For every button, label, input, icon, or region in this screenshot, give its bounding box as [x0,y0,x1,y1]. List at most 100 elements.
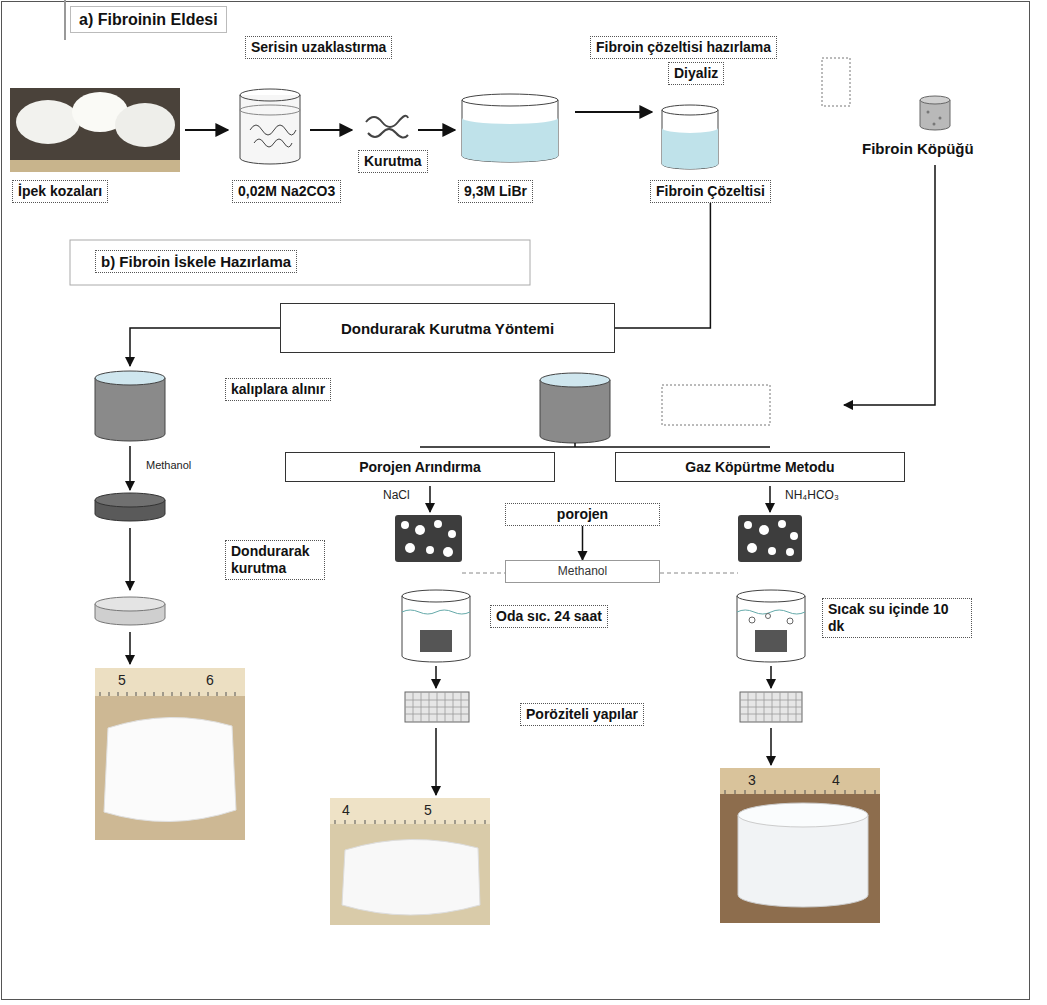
pore [405,543,415,553]
node-text: İpek kozaları [18,183,102,200]
beaker-body [240,95,300,164]
beaker-rim [240,89,300,101]
flow-arrow [129,446,131,490]
ruler-strip [95,668,245,696]
ruler-number: 3 [748,772,756,789]
flow-arrow [844,165,935,405]
structure-grid [740,692,802,722]
foam-icon [920,96,950,130]
pore [448,530,456,538]
ruler-number: 5 [424,802,432,819]
pore [401,521,409,529]
beaker-liquid [462,118,558,162]
connector [582,526,584,560]
ruler-strip [720,768,880,794]
photo-ground [330,798,490,925]
flow-arrow [770,728,772,765]
foam-pore [939,117,942,120]
heading-bar [64,0,66,40]
disk [95,597,165,625]
flow-arrow [435,666,437,688]
connector [615,203,710,328]
step-label: Fibroin çözeltisi hazırlama [590,36,777,59]
flow-arrow [770,666,772,688]
flow-arrow [429,486,431,512]
mold [540,373,610,443]
mold-top [540,373,610,387]
ruler-ticks [725,790,875,794]
flow-arrow [769,486,771,512]
disk-top [95,493,165,507]
node-text: a) Fibroinin Eldesi [79,10,218,29]
node-text: b) Fibroin İskele Hazırlama [101,253,291,270]
node-text: Fibroin çözeltisi hazırlama [596,39,771,56]
node-text: Poröziteli yapılar [526,706,638,723]
pore [443,547,453,557]
flow-arrow [435,728,437,795]
reagent-label: 0,02M Na2CO3 [232,180,341,203]
beaker [402,590,470,662]
node-text: Porojen Arındırma [359,459,481,476]
porous-block [738,515,802,562]
liquid-surface [240,105,300,115]
ruler-number: 5 [118,672,126,689]
disk [95,493,165,521]
node-text: Sıcak su içinde 10 dk [828,601,966,635]
ruler-strip [330,798,490,824]
dried-fibers [366,116,408,138]
empty-box [822,58,850,106]
cocoon-photo [10,88,180,172]
silk-fibers [250,125,296,147]
product-label: Fibroin Köpüğü [862,140,974,158]
ruler-number: 4 [832,772,840,789]
bubble [749,617,755,623]
photo-ground [95,668,245,840]
beaker [462,94,558,162]
section-frame [70,240,530,285]
node-text: kalıplara alınır [231,381,325,398]
product-label: Fibroin Çözeltisi [650,180,771,203]
condition-label: Sıcak su içinde 10 dk [822,598,972,638]
step-label: İpek kozaları [12,180,108,203]
mold-body [540,380,610,443]
method-box: Porojen Arındırma [285,452,555,482]
step-label: Kurutma [358,150,428,173]
flow-arrow [418,129,455,131]
pore [768,547,776,555]
immersed-block [755,630,787,652]
node-text: Gaz Köpürtme Metodu [685,459,834,476]
pore [790,532,798,540]
block-body [738,515,802,562]
node-text: Dondurarak Kurutma Yöntemi [341,320,554,337]
node-text: porojen [511,506,654,523]
node-text: Serisin uzaklastırma [251,39,386,56]
reagent-label: NaCl [383,488,410,503]
pore [747,543,757,553]
bubble [787,618,793,624]
beaker-rim [662,105,718,115]
condition-label: Oda sıc. 24 saat [490,605,608,628]
node-text: 0,02M Na2CO3 [238,183,335,200]
node-text: Fibroin Çözeltisi [656,183,765,200]
foam-pore [927,111,930,114]
ruler-number: 6 [206,672,214,689]
reagent-label: Methanol [146,458,191,473]
mold-top [95,371,165,385]
beaker-rim [402,590,470,602]
pore [426,546,434,554]
node-text: Methanol [512,564,653,579]
flow-arrow [185,129,228,131]
beaker-body [402,596,470,662]
node-text: Kurutma [364,153,422,170]
method-box: Gaz Köpürtme Metodu [615,452,905,482]
scaffold [738,815,868,907]
photo-ground [720,768,880,923]
beaker [737,590,805,662]
reagent-box: Methanol [505,560,660,583]
split-line [420,443,770,447]
mold-body [95,378,165,441]
beaker-body [462,100,558,162]
bubble [766,614,771,619]
